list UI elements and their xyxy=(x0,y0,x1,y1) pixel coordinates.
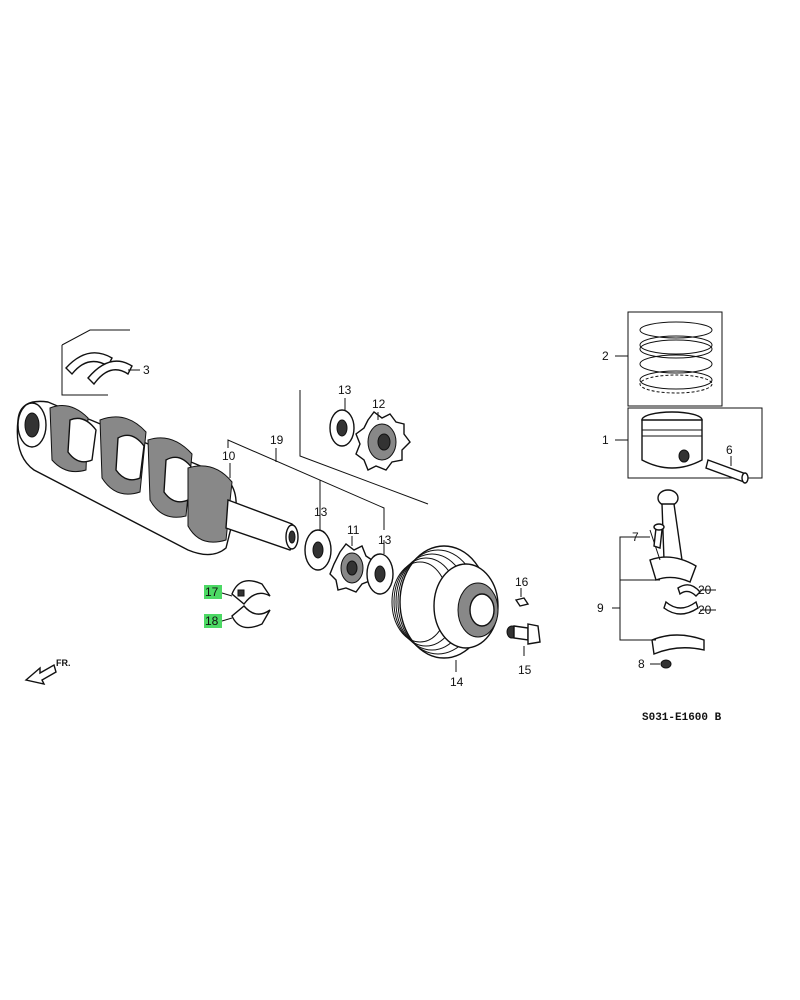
callout-13-upper: 13 xyxy=(338,383,352,397)
piston-pin xyxy=(705,456,749,484)
thrust-washer-set xyxy=(61,329,140,396)
callout-14: 14 xyxy=(450,675,464,689)
callout-17: 17 xyxy=(205,585,219,599)
woodruff-key xyxy=(514,588,530,607)
main-bearing-upper xyxy=(221,580,271,606)
rod-cap xyxy=(651,634,705,669)
upper-sprocket-group xyxy=(299,390,429,505)
highlight-18 xyxy=(204,614,222,628)
piston-ring-set xyxy=(615,311,723,407)
callout-9: 9 xyxy=(597,601,604,615)
callout-7: 7 xyxy=(632,530,639,544)
rod-bearing-lower xyxy=(663,600,699,615)
main-bearing-lower xyxy=(221,605,271,629)
lower-sprocket-group xyxy=(304,529,394,595)
crankshaft xyxy=(16,400,299,556)
callout-18: 18 xyxy=(205,614,219,628)
front-direction-arrow xyxy=(24,663,57,686)
callout-3: 3 xyxy=(143,363,150,377)
crankshaft-pulley xyxy=(391,545,499,672)
callout-20-lower: 20 xyxy=(698,603,712,617)
callout-11: 11 xyxy=(347,523,360,537)
callout-6: 6 xyxy=(726,443,733,457)
callout-10: 10 xyxy=(222,449,236,463)
front-direction-label: FR. xyxy=(56,658,71,668)
callout-2: 2 xyxy=(602,349,609,363)
rod-bearing-upper xyxy=(677,584,701,597)
callout-12: 12 xyxy=(372,397,386,411)
callout-8: 8 xyxy=(638,657,645,671)
figure-code: S031-E1600 B xyxy=(642,712,722,724)
callout-19: 19 xyxy=(270,433,284,447)
connecting-rod xyxy=(649,489,697,583)
highlight-17 xyxy=(204,585,222,599)
callout-15: 15 xyxy=(518,663,532,677)
callout-1: 1 xyxy=(602,433,609,447)
callout-20-upper: 20 xyxy=(698,583,712,597)
rod-bolt xyxy=(653,523,665,549)
piston-assembly xyxy=(615,407,763,479)
bracket-19 xyxy=(227,439,385,530)
callout-13-right: 13 xyxy=(378,533,392,547)
callout-13-left: 13 xyxy=(314,505,328,519)
pulley-bolt xyxy=(506,623,541,656)
callout-16: 16 xyxy=(515,575,529,589)
